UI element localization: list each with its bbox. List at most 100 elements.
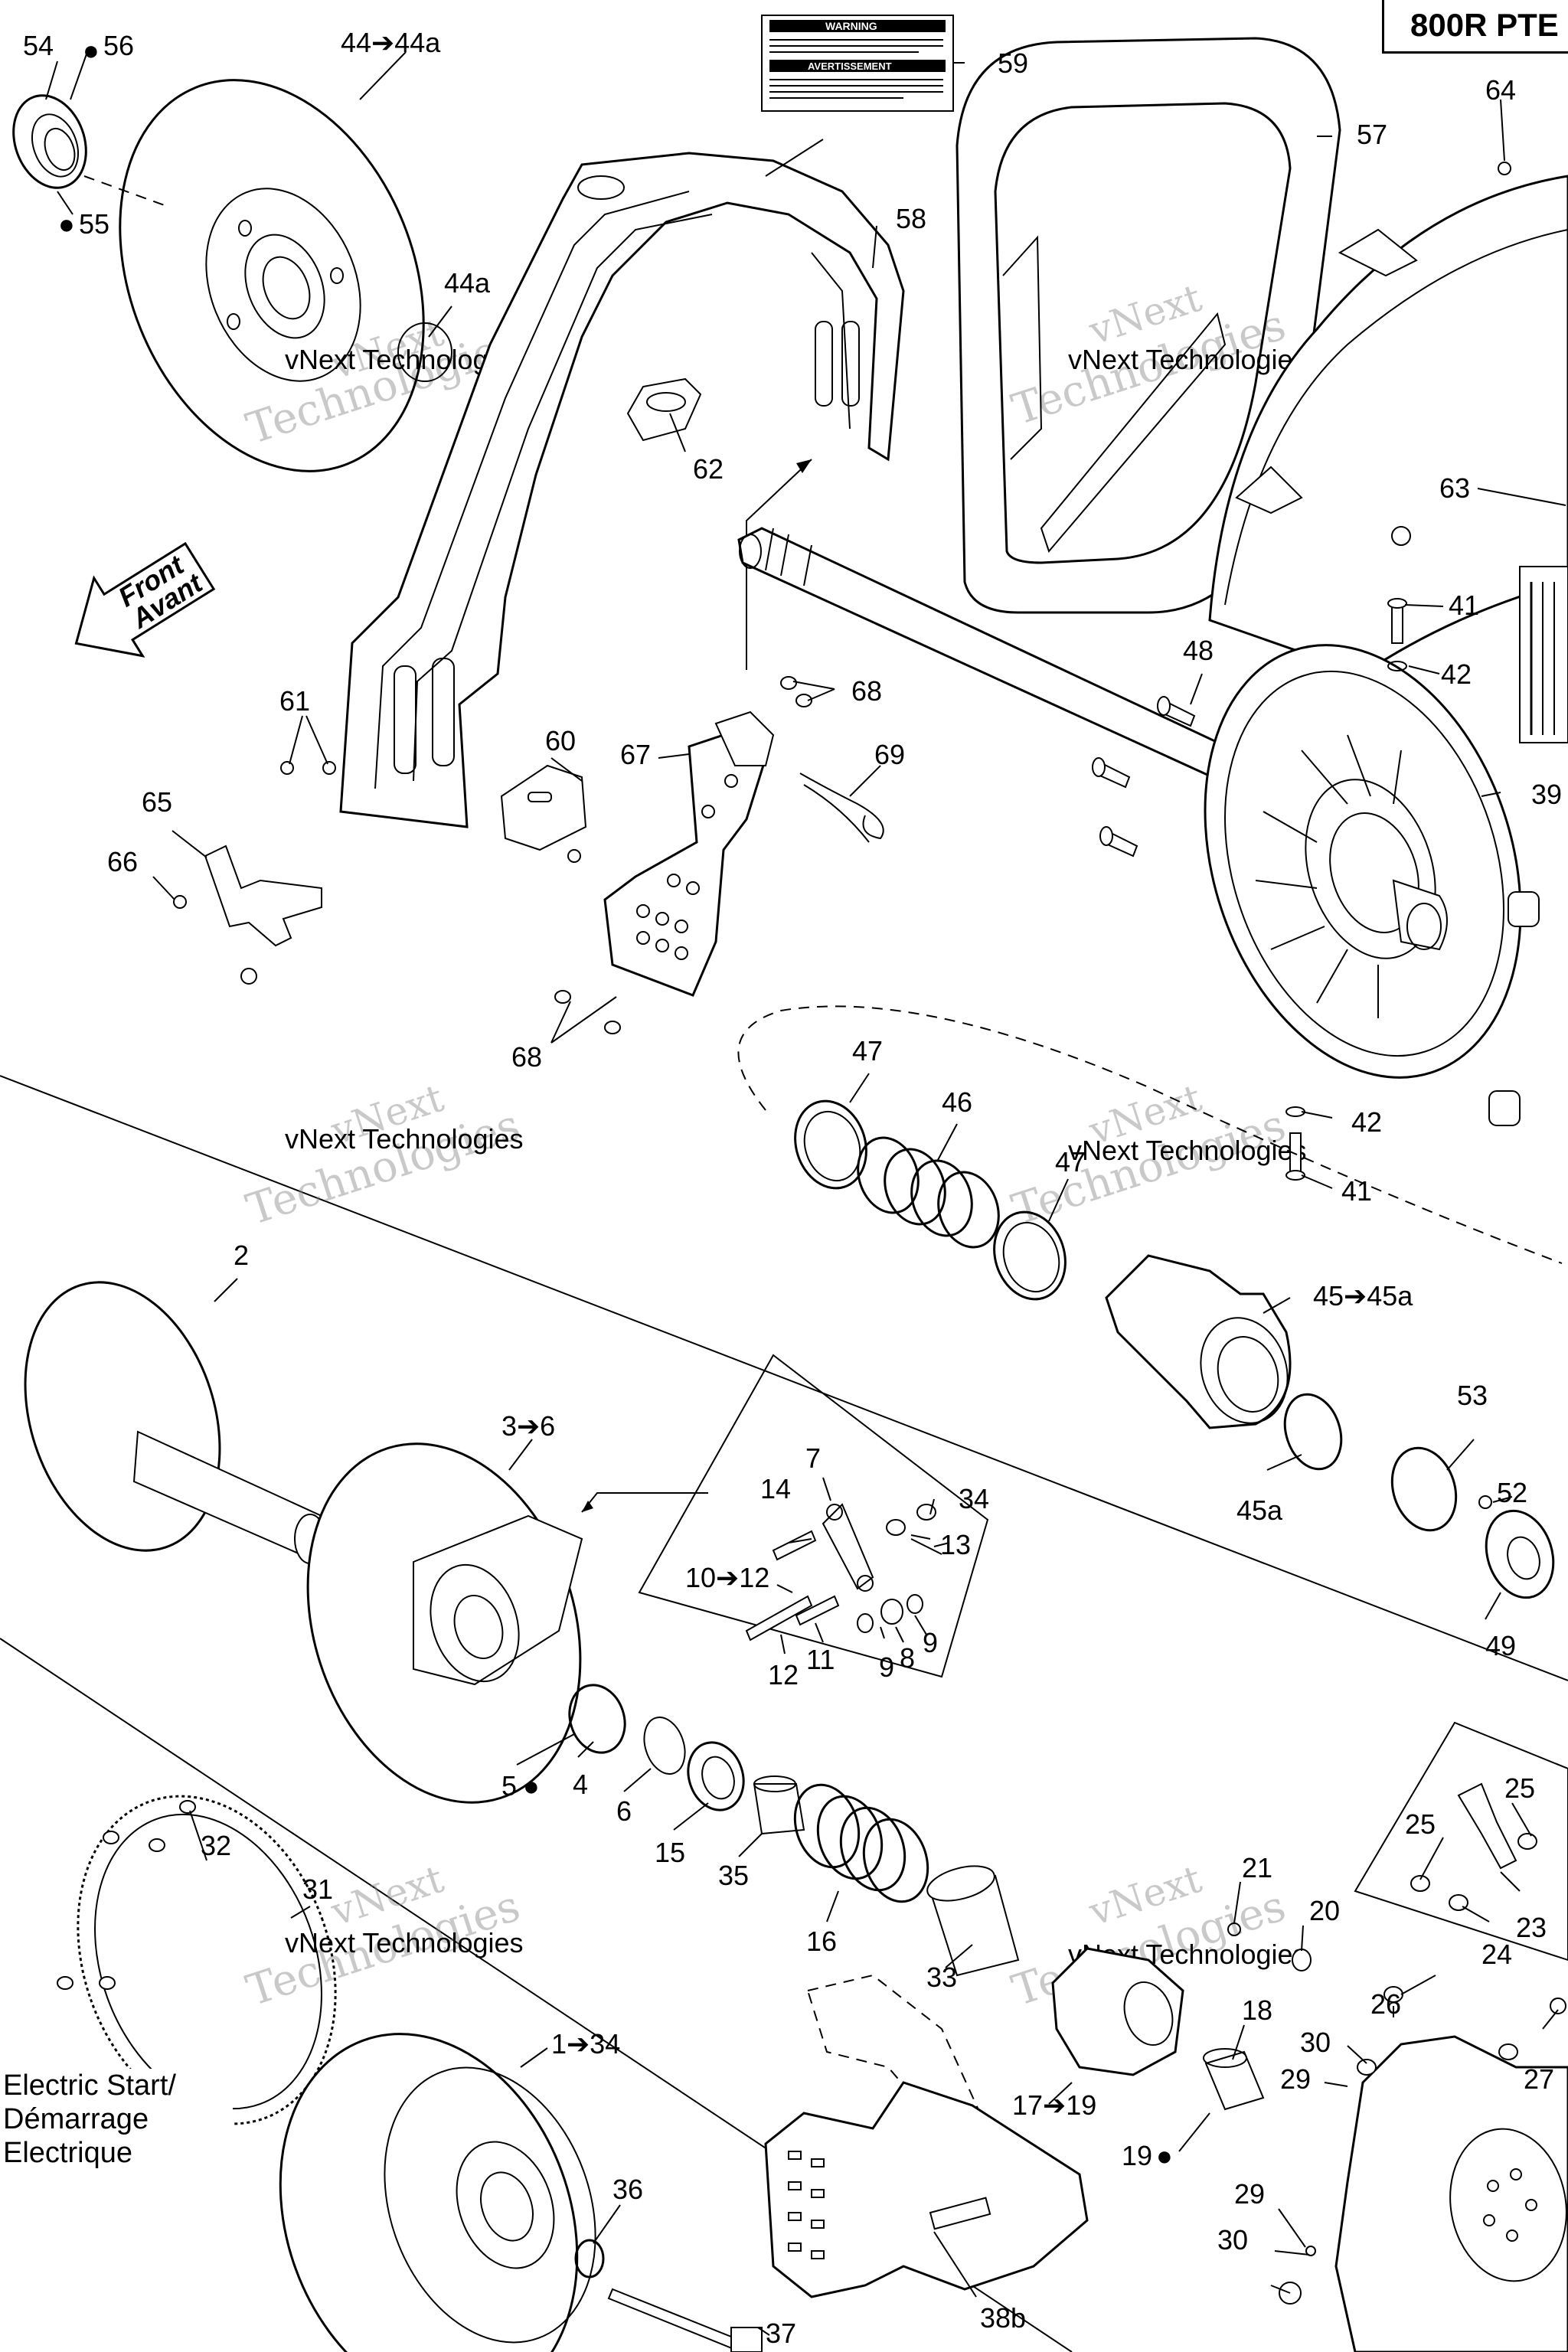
svg-text:WARNING: WARNING: [825, 20, 877, 32]
svg-text:29: 29: [1234, 2178, 1265, 2210]
ring-gear-31: [77, 1795, 337, 2125]
svg-text:63: 63: [1439, 472, 1470, 504]
svg-text:9: 9: [879, 1651, 894, 1683]
svg-text:36: 36: [612, 2174, 643, 2205]
svg-text:37: 37: [766, 2318, 796, 2349]
belt-guard-bracket-58: [339, 152, 905, 828]
svg-text:6: 6: [616, 1795, 632, 1827]
svg-text:20: 20: [1309, 1895, 1340, 1926]
svg-text:45➔45a: 45➔45a: [1313, 1280, 1413, 1312]
svg-text:1➔34: 1➔34: [551, 2028, 620, 2060]
svg-text:AVERTISSEMENT: AVERTISSEMENT: [808, 60, 892, 72]
bracket-38b: [764, 1974, 1089, 2298]
svg-text:38b: 38b: [980, 2302, 1026, 2334]
fixed-sheave-2: [24, 1281, 326, 1564]
direction-arrow: Front Avant: [74, 541, 216, 658]
svg-text:45a: 45a: [1236, 1494, 1283, 1526]
svg-text:11: 11: [806, 1644, 835, 1675]
svg-text:68: 68: [511, 1041, 542, 1073]
svg-text:27: 27: [1524, 2063, 1554, 2095]
rollers: [1488, 891, 1540, 1126]
svg-text:31: 31: [302, 1873, 333, 1905]
svg-text:33: 33: [926, 1962, 957, 1993]
ring-44a: [397, 322, 452, 382]
drop-icon: ●: [523, 1770, 540, 1802]
svg-text:19: 19: [1122, 2140, 1152, 2171]
nuts-61: [280, 761, 581, 863]
model-badge: 800R PTE: [1382, 0, 1568, 54]
drop-icon: ●: [1156, 2140, 1173, 2171]
washer-53: [1390, 1446, 1458, 1532]
svg-text:26: 26: [1370, 1988, 1401, 2020]
divider-line-upper: [0, 1075, 1568, 1681]
svg-text:8: 8: [900, 1642, 915, 1674]
leader-lines: [45, 49, 1566, 2336]
svg-text:47: 47: [852, 1035, 883, 1067]
bracket-67: [603, 710, 775, 997]
rings-4-6-15: [568, 1684, 745, 1811]
bolts-41: [1285, 598, 1407, 1181]
bearing-54: [12, 94, 87, 189]
drop-icon: ●: [83, 34, 100, 66]
svg-text:18: 18: [1242, 1994, 1272, 2026]
lever-box-23: [1354, 1721, 1568, 1962]
svg-text:46: 46: [942, 1086, 972, 1118]
svg-text:3➔6: 3➔6: [501, 1410, 555, 1442]
bushing-18: [1203, 2048, 1265, 2111]
svg-text:25: 25: [1405, 1808, 1436, 1840]
svg-text:24: 24: [1481, 1939, 1512, 1970]
bushings-8-9: [857, 1594, 923, 1633]
bolt-26: [1383, 1975, 1436, 2003]
hairpin-69: [799, 773, 884, 843]
svg-text:49: 49: [1485, 1630, 1516, 1661]
svg-text:64: 64: [1485, 74, 1516, 106]
svg-text:2: 2: [234, 1240, 249, 1271]
screws-32: [57, 1800, 196, 2089]
washer-36: [574, 2239, 605, 2278]
callout-labels: 54 ● 56 ● 55 44➔44a 44a 59 57 64 58 62 6…: [23, 27, 1562, 2349]
svg-text:14: 14: [760, 1473, 791, 1504]
spider-17-19: [1051, 1947, 1184, 2076]
svg-text:9: 9: [923, 1627, 938, 1658]
svg-text:23: 23: [1516, 1912, 1547, 1943]
svg-text:42: 42: [1441, 658, 1472, 690]
ring-45a: [1283, 1393, 1343, 1471]
svg-text:57: 57: [1357, 119, 1387, 150]
note-line-2: Démarrage: [3, 2103, 149, 2135]
svg-text:68: 68: [851, 675, 882, 707]
svg-text:54: 54: [23, 30, 54, 61]
svg-text:vNext Technologies: vNext Technologies: [285, 1123, 524, 1155]
svg-text:44a: 44a: [444, 267, 491, 299]
screws-68: [554, 676, 812, 1034]
screws-48: [1092, 696, 1196, 858]
svg-text:42: 42: [1351, 1106, 1382, 1138]
driven-pulley-39: [1204, 644, 1522, 1079]
svg-text:41: 41: [1341, 1175, 1372, 1207]
svg-text:vNext Technologies: vNext Technologies: [1068, 1135, 1307, 1166]
svg-text:10➔12: 10➔12: [685, 1562, 769, 1593]
drive-pulley-assembly-1-34: [279, 2033, 596, 2352]
grommet-62: [626, 377, 702, 442]
svg-text:66: 66: [107, 846, 138, 877]
lever-parts-box: [638, 1354, 989, 1678]
svg-text:17➔19: 17➔19: [1012, 2089, 1096, 2121]
svg-text:52: 52: [1497, 1477, 1527, 1508]
svg-text:34: 34: [959, 1483, 989, 1514]
svg-text:59: 59: [998, 47, 1028, 79]
leader-58: [746, 459, 812, 670]
svg-text:39: 39: [1531, 779, 1562, 810]
svg-text:21: 21: [1242, 1852, 1272, 1883]
svg-text:35: 35: [718, 1860, 749, 1891]
screws-34: [886, 1504, 942, 1555]
svg-text:69: 69: [874, 739, 905, 770]
clip-65: [173, 844, 322, 985]
screws-20-21: [1227, 1922, 1312, 1971]
lever-23: [1410, 1782, 1537, 1911]
bushing-35: [753, 1775, 805, 1835]
drive-belt-57: [956, 37, 1341, 614]
governor-cup-22: [1334, 2035, 1568, 2352]
part-49: [1485, 1509, 1555, 1599]
nut-52: [1478, 1495, 1492, 1509]
svg-text:4: 4: [573, 1769, 588, 1800]
svg-text:vNext Technologies: vNext Technologies: [1068, 344, 1307, 375]
